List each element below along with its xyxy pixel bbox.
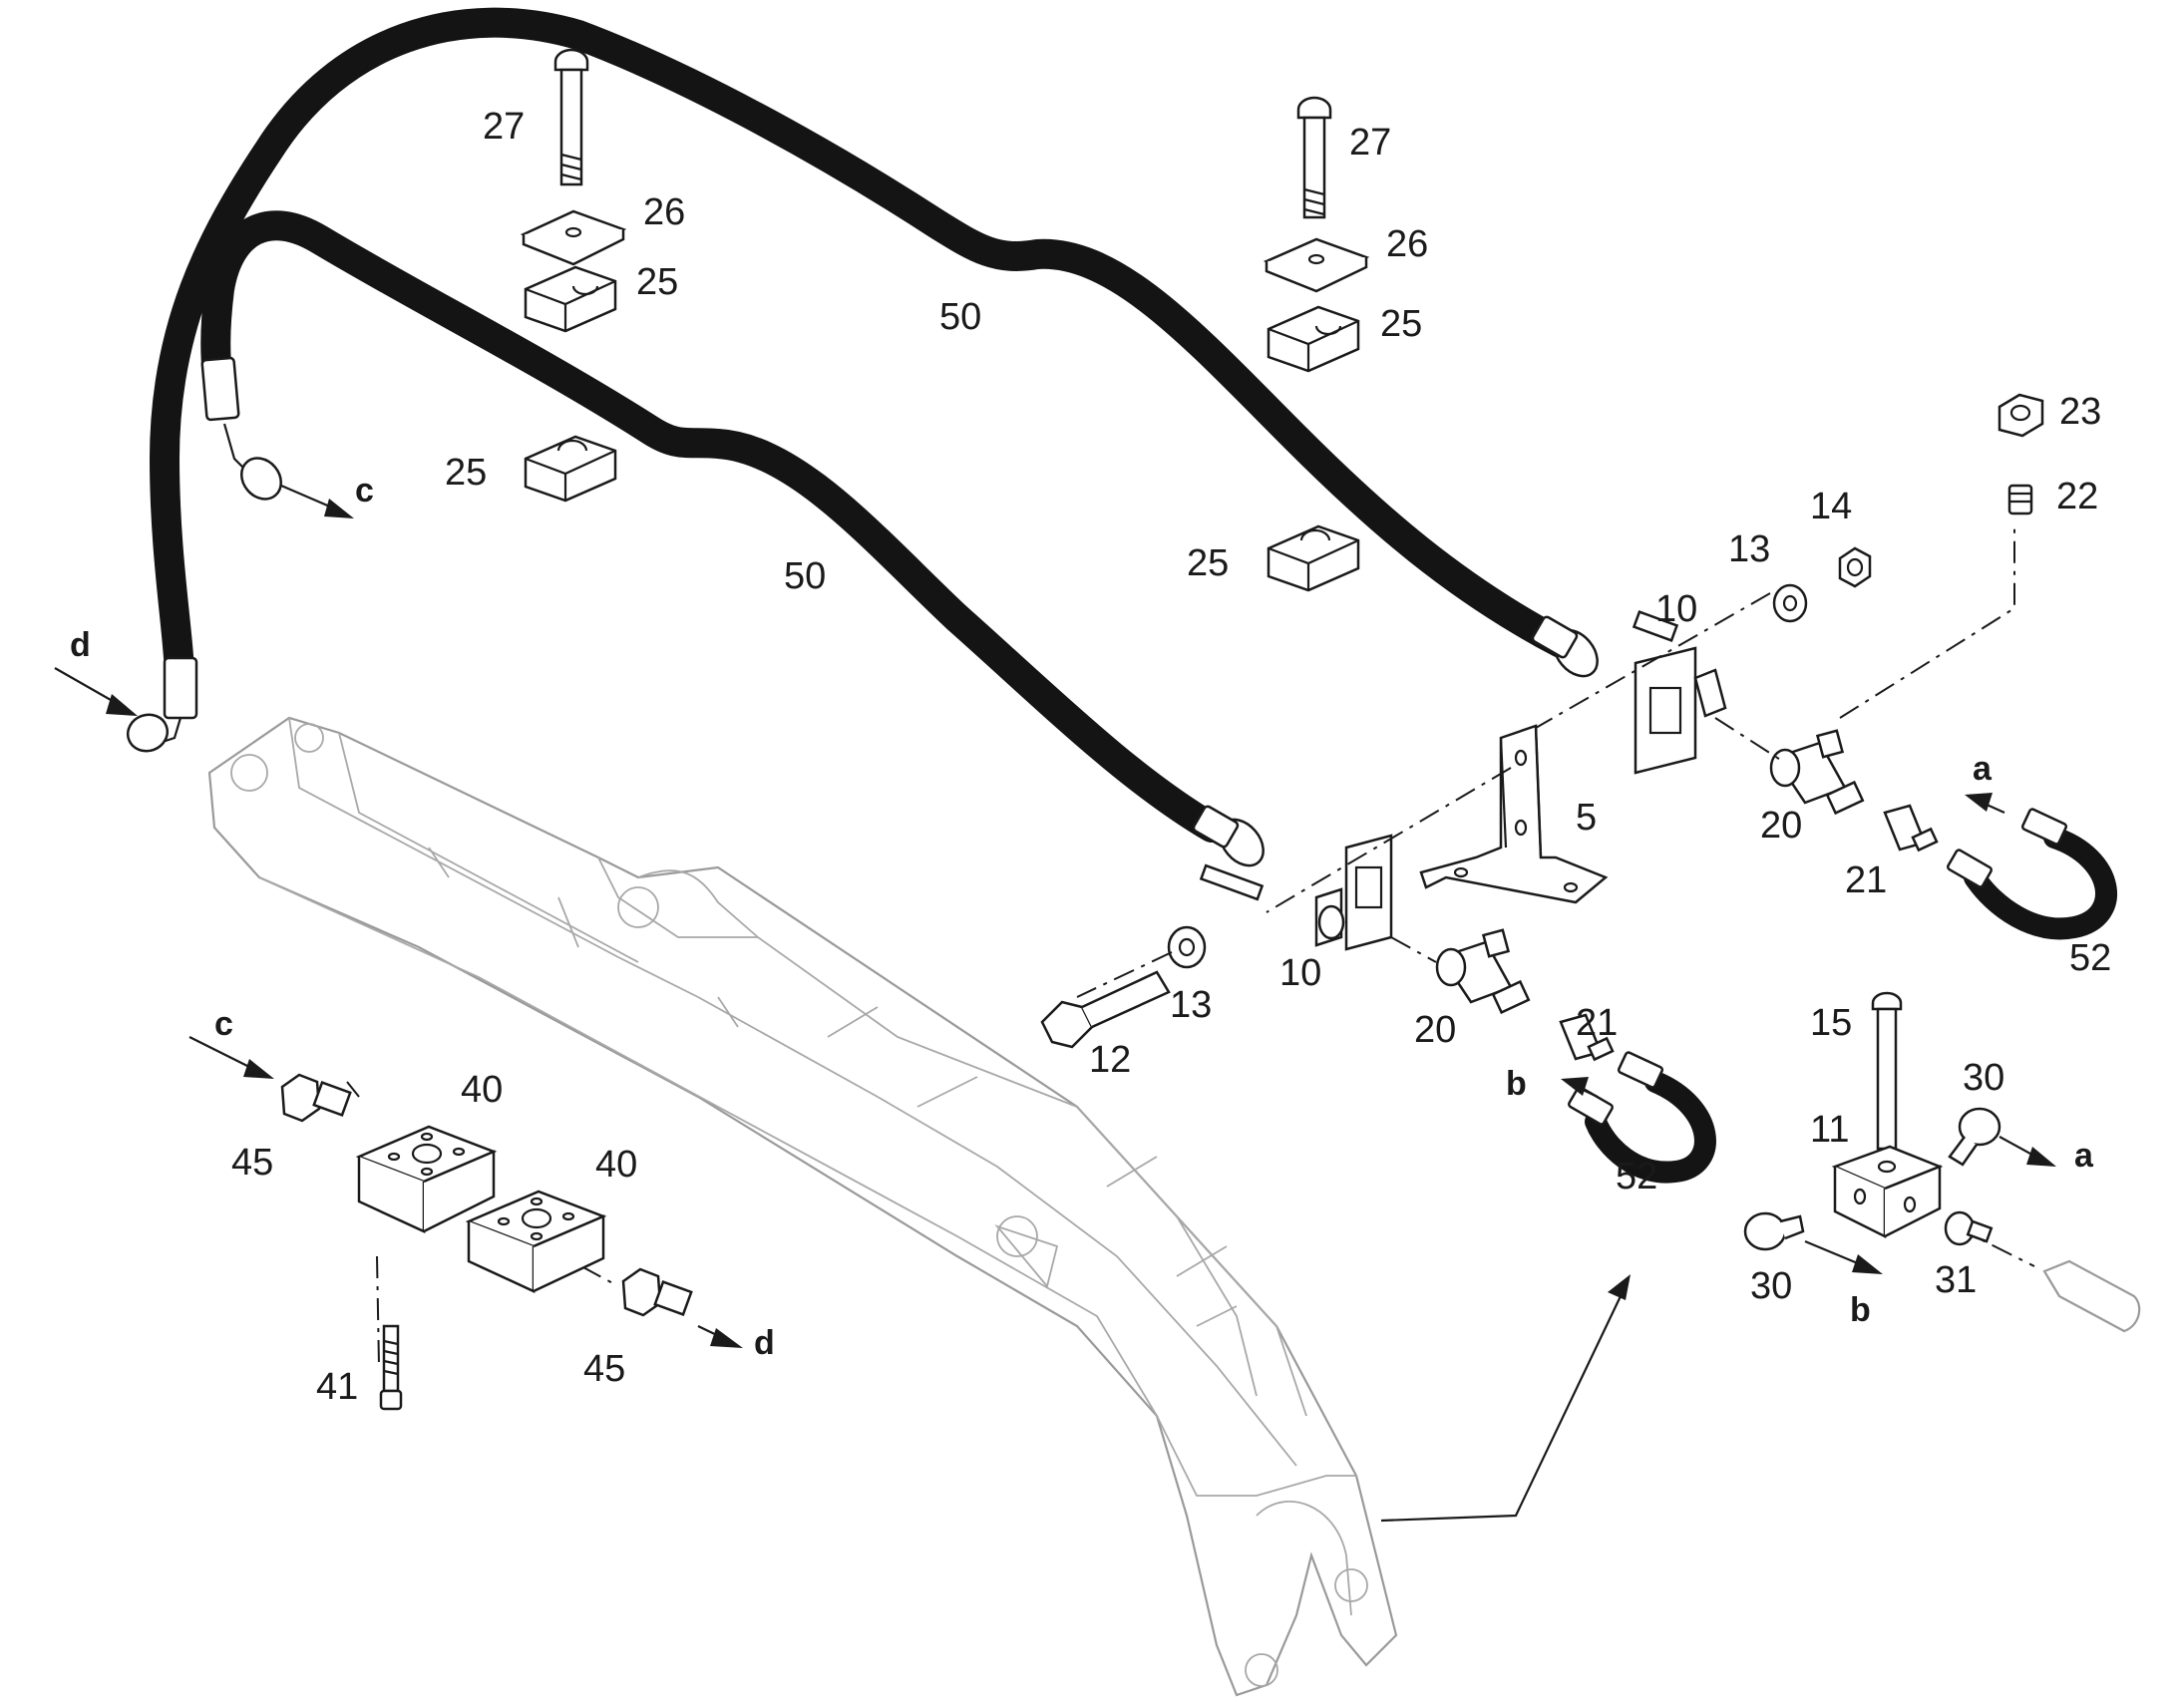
arrow-d-left bbox=[54, 667, 138, 716]
label-5: 5 bbox=[1576, 797, 1597, 839]
label-50-lower: 50 bbox=[784, 555, 826, 597]
label-27-left: 27 bbox=[483, 106, 525, 148]
flange-block-40-upper bbox=[355, 1125, 498, 1233]
label-31: 31 bbox=[1935, 1259, 1977, 1301]
bolt-27-right bbox=[1296, 96, 1332, 219]
part-number-labels: 27 26 25 25 27 26 25 25 50 50 23 22 14 1… bbox=[231, 106, 2111, 1408]
letter-a-lower: a bbox=[2074, 1137, 2094, 1175]
label-52-lower: 52 bbox=[1616, 1156, 1657, 1197]
fitting-45-upper bbox=[280, 1073, 352, 1123]
hose-50-upper bbox=[150, 7, 1576, 693]
label-25-left-upper: 25 bbox=[636, 261, 678, 303]
hose-end-fittings bbox=[126, 356, 1599, 867]
label-50-upper: 50 bbox=[939, 296, 981, 338]
letter-a-upper: a bbox=[1973, 750, 1993, 788]
letter-c-top: c bbox=[355, 472, 374, 510]
letter-d-bottom: d bbox=[754, 1324, 775, 1362]
washer-13-upper bbox=[1772, 583, 1808, 623]
label-13-lower: 13 bbox=[1170, 984, 1212, 1026]
fitting-21-lower bbox=[1559, 1013, 1615, 1062]
label-11: 11 bbox=[1810, 1109, 1849, 1151]
clamp-block-25-left-lower bbox=[524, 435, 617, 503]
clamp-block-25-right-lower bbox=[1267, 524, 1360, 592]
assembly-axes bbox=[346, 528, 2035, 1367]
arrow-b-lower bbox=[1804, 1239, 1883, 1274]
fitting-45-lower bbox=[621, 1267, 693, 1317]
bolt-27-left bbox=[553, 48, 589, 186]
plug-22 bbox=[2007, 484, 2033, 515]
fitting-31 bbox=[1944, 1210, 1994, 1246]
arrow-a-upper bbox=[1965, 793, 2005, 815]
letter-b-lower: b bbox=[1850, 1291, 1871, 1329]
support-bracket-5 bbox=[1419, 724, 1609, 904]
label-14: 14 bbox=[1810, 486, 1852, 527]
elbow-30-upper bbox=[1948, 1107, 2001, 1167]
tee-fitting-20-upper bbox=[1769, 729, 1865, 816]
letter-b-upper: b bbox=[1506, 1065, 1527, 1103]
bracket-10-lower bbox=[1199, 834, 1393, 951]
letter-d-left: d bbox=[70, 626, 91, 664]
bolt-12 bbox=[1040, 970, 1171, 1049]
arrow-a-lower bbox=[1998, 1136, 2056, 1167]
clamp-block-25-left-upper bbox=[524, 265, 617, 333]
label-41: 41 bbox=[316, 1366, 358, 1408]
label-40-lower: 40 bbox=[595, 1144, 637, 1186]
connection-letters: c d a b c d a b bbox=[70, 472, 2094, 1362]
nut-14 bbox=[1838, 546, 1872, 588]
hose-end-grey bbox=[2042, 1259, 2141, 1333]
label-25-right-lower: 25 bbox=[1187, 542, 1229, 584]
tee-fitting-20-lower bbox=[1435, 928, 1531, 1015]
label-27-right: 27 bbox=[1349, 122, 1391, 164]
arrow-c-top bbox=[280, 484, 354, 518]
clamp-block-25-right-upper bbox=[1267, 305, 1360, 373]
label-30-upper: 30 bbox=[1963, 1057, 2004, 1099]
label-12: 12 bbox=[1089, 1039, 1131, 1081]
label-20-upper: 20 bbox=[1760, 805, 1802, 847]
bracket-10-upper bbox=[1632, 610, 1727, 775]
washer-13-lower bbox=[1167, 925, 1207, 969]
arrow-d-bottom bbox=[697, 1325, 743, 1348]
label-10-upper: 10 bbox=[1655, 588, 1697, 630]
clamp-plate-26-right bbox=[1263, 237, 1370, 293]
label-21-upper: 21 bbox=[1845, 859, 1887, 901]
label-26-left: 26 bbox=[643, 191, 685, 233]
screw-41 bbox=[379, 1324, 403, 1411]
hose-52-lower bbox=[1568, 1051, 1716, 1184]
label-45-upper: 45 bbox=[231, 1142, 273, 1184]
hose-50-lower bbox=[200, 210, 1227, 843]
detail-leader-arrow bbox=[1380, 1274, 1631, 1523]
boom-arm bbox=[207, 716, 1398, 1697]
label-22: 22 bbox=[2056, 476, 2098, 517]
flange-block-40-lower bbox=[465, 1190, 607, 1293]
label-15: 15 bbox=[1810, 1002, 1852, 1044]
label-23: 23 bbox=[2059, 391, 2101, 433]
bolt-15 bbox=[1871, 991, 1903, 1151]
arrow-c-bottom bbox=[188, 1036, 274, 1079]
label-21-lower: 21 bbox=[1576, 1002, 1618, 1044]
letter-c-bottom: c bbox=[214, 1005, 233, 1043]
label-30-lower: 30 bbox=[1750, 1265, 1792, 1307]
label-40-upper: 40 bbox=[461, 1069, 503, 1111]
label-26-right: 26 bbox=[1386, 223, 1428, 265]
label-25-left-lower: 25 bbox=[445, 452, 487, 494]
label-25-right-upper: 25 bbox=[1380, 303, 1422, 345]
clamp-plate-26-left bbox=[520, 209, 627, 266]
elbow-30-lower bbox=[1743, 1211, 1805, 1251]
label-13-upper: 13 bbox=[1728, 528, 1770, 570]
valve-block-11 bbox=[1831, 1145, 1944, 1239]
nut-23 bbox=[1998, 393, 2044, 438]
label-10-lower: 10 bbox=[1279, 952, 1321, 994]
hose-52-upper bbox=[1947, 808, 2117, 940]
fitting-21-upper bbox=[1883, 804, 1939, 853]
arrow-b-upper bbox=[1561, 1077, 1599, 1098]
label-45-lower: 45 bbox=[583, 1348, 625, 1390]
label-20-lower: 20 bbox=[1414, 1009, 1456, 1051]
label-52-upper: 52 bbox=[2069, 937, 2111, 979]
